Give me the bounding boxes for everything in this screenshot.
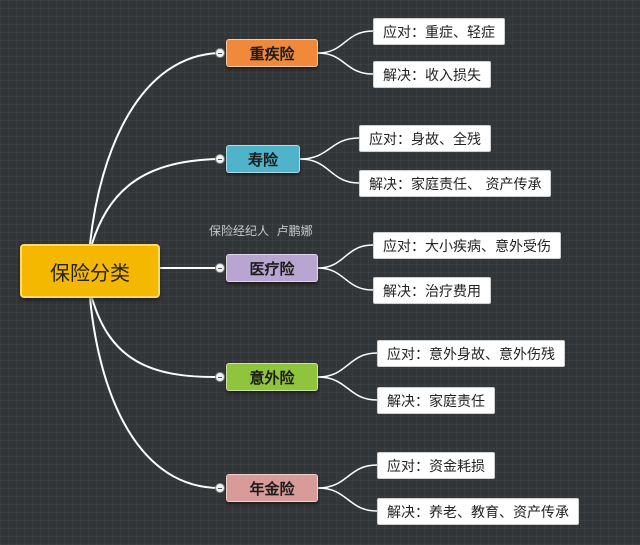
branch-node-shouxian[interactable]: 寿险: [226, 145, 300, 173]
branch-node-nianjinxian[interactable]: 年金险: [226, 474, 318, 502]
leaf-node[interactable]: 解决：家庭责任、 资产传承: [359, 170, 552, 197]
leaf-node[interactable]: 解决：养老、教育、资产传承: [377, 498, 579, 525]
leaf-node[interactable]: 应对：大小疾病、意外受伤: [373, 232, 561, 259]
collapse-toggle-icon[interactable]: [215, 372, 225, 382]
leaf-node[interactable]: 应对：意外身故、意外伤残: [377, 340, 565, 367]
branch-node-yiliaoxian[interactable]: 医疗险: [226, 254, 318, 282]
collapse-toggle-icon[interactable]: [215, 48, 225, 58]
connector-yiwaixian-leaf1: [317, 352, 378, 378]
branch-node-yiwaixian[interactable]: 意外险: [226, 363, 318, 391]
leaf-node[interactable]: 解决：治疗费用: [373, 277, 491, 304]
connector-shouxian-leaf2: [299, 158, 360, 184]
connector-root-yiwaixian: [91, 297, 221, 379]
leaf-node[interactable]: 解决：家庭责任: [377, 387, 495, 414]
leaf-node[interactable]: 应对：重症、轻症: [373, 18, 505, 45]
connector-yiwaixian-leaf2: [317, 376, 378, 401]
connector-root-shouxian: [91, 158, 221, 245]
connector-root-nianjinxian: [89, 297, 221, 489]
connector-shouxian-leaf1: [299, 137, 360, 160]
connector-zhongjixian-leaf2: [317, 52, 374, 75]
connector-nianjinxian-leaf1: [317, 464, 378, 489]
connector-root-zhongjixian: [89, 52, 221, 245]
leaf-node[interactable]: 应对：身故、全残: [359, 125, 491, 152]
connector-nianjinxian-leaf2: [317, 487, 378, 512]
leaf-node[interactable]: 解决：收入损失: [373, 61, 491, 88]
watermark-text: 保险经纪人 卢鹏娜: [209, 224, 313, 238]
connector-yiliaoxian-leaf2: [317, 267, 374, 291]
collapse-toggle-icon[interactable]: [215, 263, 225, 273]
collapse-toggle-icon[interactable]: [215, 483, 225, 493]
root-node[interactable]: 保险分类: [20, 244, 160, 298]
connector-yiliaoxian-leaf1: [317, 244, 374, 269]
connector-zhongjixian-leaf1: [317, 30, 374, 54]
leaf-node[interactable]: 应对：资金耗损: [377, 452, 495, 479]
branch-node-zhongjixian[interactable]: 重疾险: [226, 39, 318, 67]
collapse-toggle-icon[interactable]: [215, 154, 225, 164]
